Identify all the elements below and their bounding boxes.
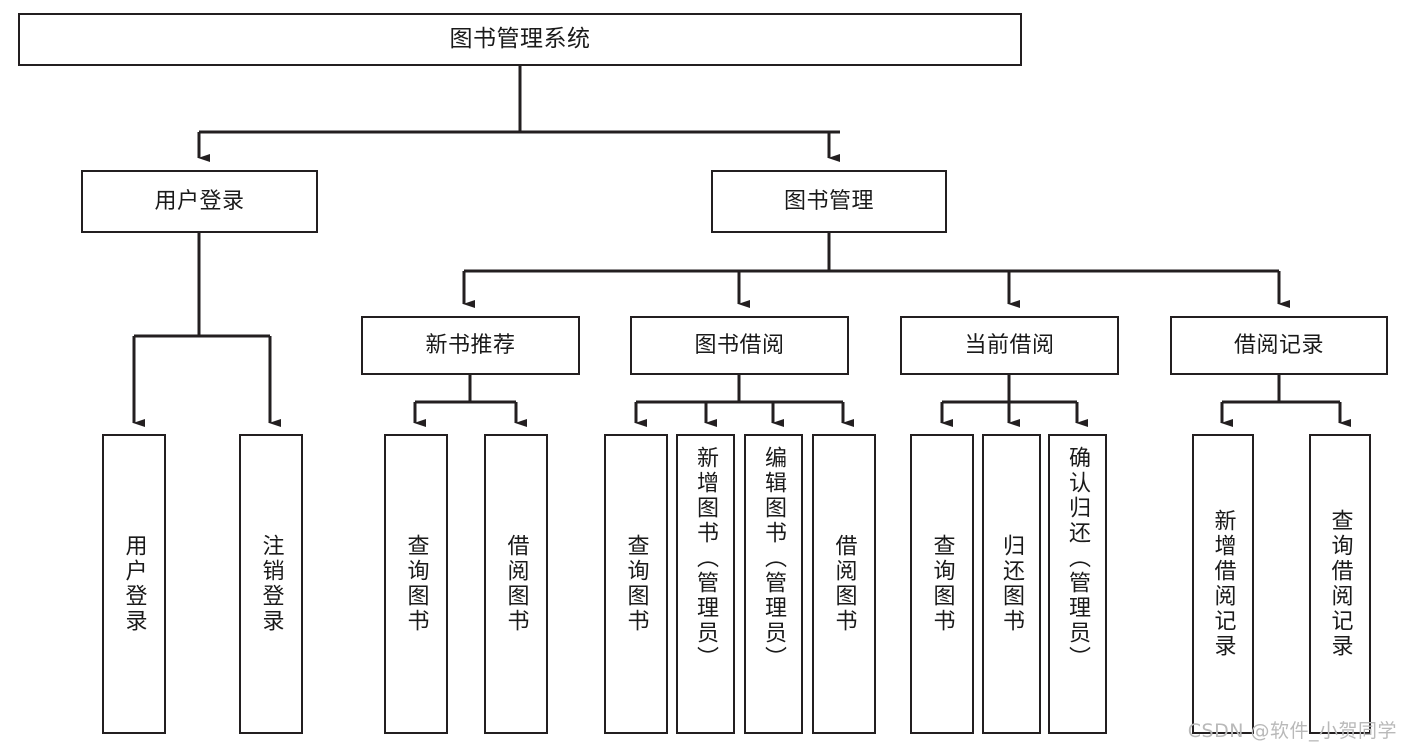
node-label: 图书借阅: [694, 332, 785, 358]
node-label: 借阅图书: [503, 534, 529, 634]
node-label: 编辑图书（管理员）: [761, 446, 787, 671]
node-label: 确认归还（管理员）: [1065, 446, 1091, 671]
leaf-borrow-book-recommend[interactable]: 借阅图书: [484, 434, 548, 734]
leaf-confirm-return-admin[interactable]: 确认归还（管理员）: [1048, 434, 1107, 734]
leaf-logout-login[interactable]: 注销登录: [239, 434, 303, 734]
leaf-query-book-current[interactable]: 查询图书: [910, 434, 974, 734]
node-label: 当前借阅: [964, 332, 1055, 358]
leaf-query-book-recommend[interactable]: 查询图书: [384, 434, 448, 734]
leaf-borrow-book-borrow[interactable]: 借阅图书: [812, 434, 876, 734]
node-label: 查询图书: [403, 534, 429, 634]
node-label: 用户登录: [121, 534, 147, 634]
node-label: 新增借阅记录: [1210, 509, 1236, 659]
node-book-management[interactable]: 图书管理: [711, 170, 947, 233]
node-label: 注销登录: [258, 534, 284, 634]
node-label: 查询图书: [929, 534, 955, 634]
leaf-return-book[interactable]: 归还图书: [982, 434, 1041, 734]
node-book-borrow[interactable]: 图书借阅: [630, 316, 849, 375]
leaf-add-borrow-record[interactable]: 新增借阅记录: [1192, 434, 1254, 734]
node-new-book-recommend[interactable]: 新书推荐: [361, 316, 580, 375]
leaf-add-book-admin[interactable]: 新增图书（管理员）: [676, 434, 735, 734]
node-label: 借阅图书: [831, 534, 857, 634]
node-label: 新增图书（管理员）: [693, 446, 719, 671]
node-label: 归还图书: [999, 534, 1025, 634]
leaf-query-book-borrow[interactable]: 查询图书: [604, 434, 668, 734]
node-current-borrow[interactable]: 当前借阅: [900, 316, 1119, 375]
leaf-query-borrow-record[interactable]: 查询借阅记录: [1309, 434, 1371, 734]
node-user-login[interactable]: 用户登录: [81, 170, 318, 233]
node-label: 借阅记录: [1233, 332, 1324, 358]
node-label: 图书管理: [783, 188, 874, 214]
node-label: 用户登录: [154, 188, 245, 214]
watermark-text: CSDN @软件_小贺同学: [1187, 720, 1397, 742]
node-label: 查询借阅记录: [1327, 509, 1353, 659]
node-label: 查询图书: [623, 534, 649, 634]
node-label: 图书管理系统: [449, 25, 591, 52]
leaf-user-login[interactable]: 用户登录: [102, 434, 166, 734]
node-root-book-management-system[interactable]: 图书管理系统: [18, 13, 1022, 66]
node-label: 新书推荐: [425, 332, 516, 358]
node-borrow-record[interactable]: 借阅记录: [1170, 316, 1388, 375]
leaf-edit-book-admin[interactable]: 编辑图书（管理员）: [744, 434, 803, 734]
